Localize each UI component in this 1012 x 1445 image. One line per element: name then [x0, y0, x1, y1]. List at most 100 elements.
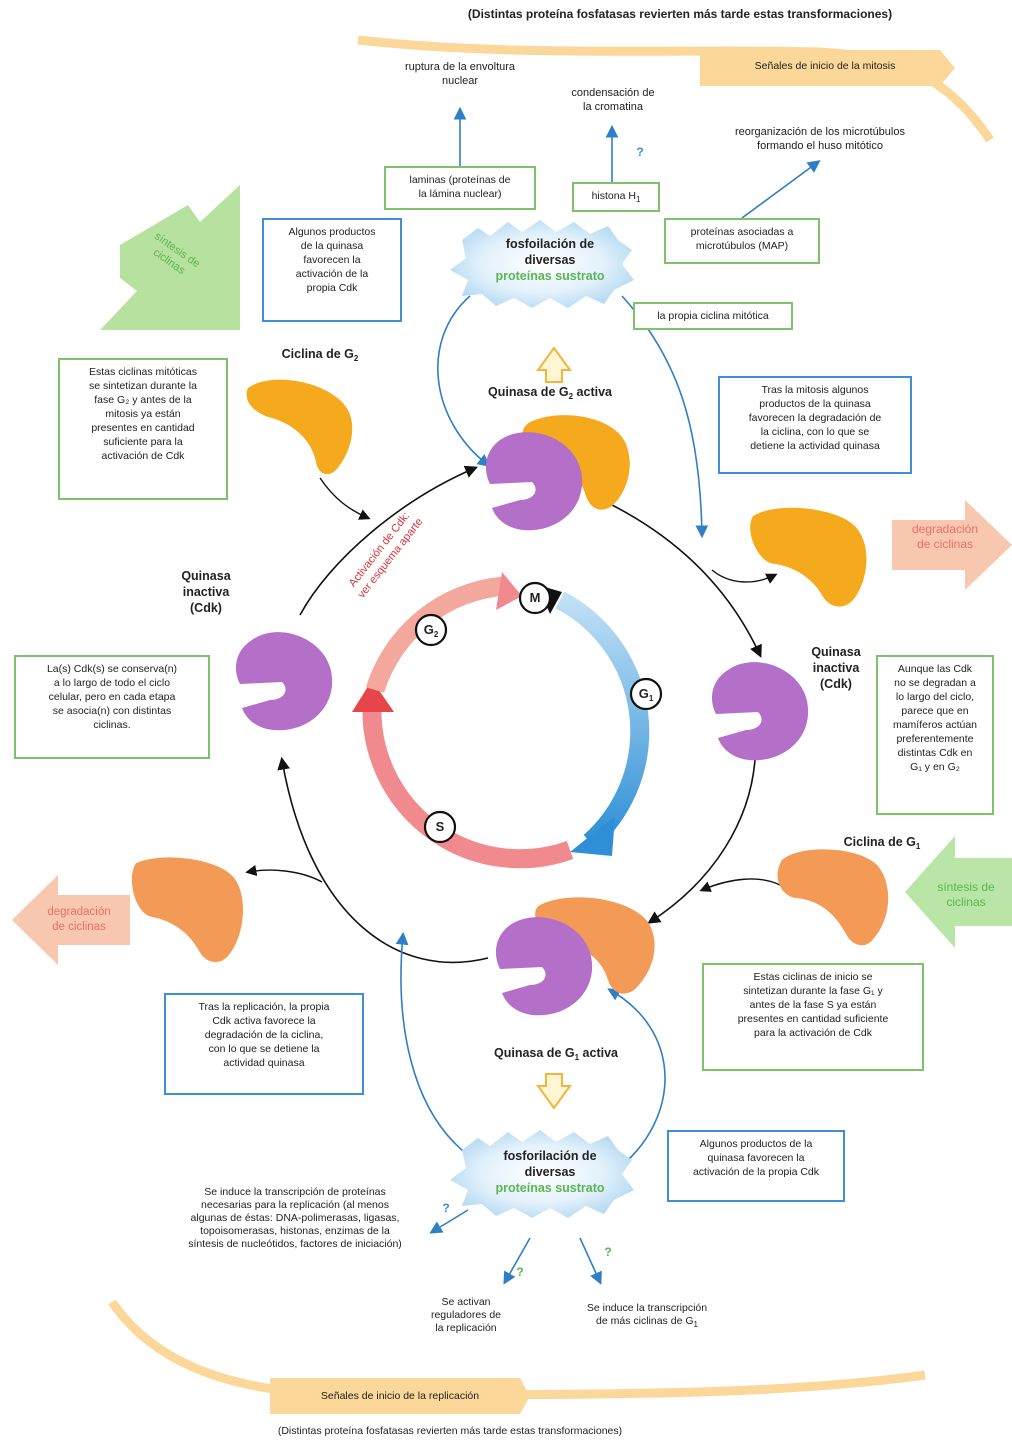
synthesis-right-label: síntesis de ciclinas	[937, 880, 995, 909]
cyclin-g1-binding-arrow	[699, 878, 781, 892]
synthesis-top-left-arrow	[100, 185, 240, 330]
arrow-to-more-cyclins	[579, 1237, 602, 1285]
replication-signal-label: Señales de inicio de la replicación	[320, 1390, 480, 1402]
box-after-mitosis: Tras la mitosis algunos productos de la …	[718, 376, 912, 474]
arrow-map-up	[741, 160, 821, 219]
phosphorylation-top-line3: proteínas sustrato	[495, 269, 605, 283]
effect-more-cyclins-text: Se induce la transcripción de más ciclin…	[586, 1302, 708, 1327]
open-arrow-up	[536, 346, 572, 383]
phosphorylation-top-line2: diversas	[524, 253, 576, 267]
degradation-right-label: degradación de ciclinas	[911, 522, 979, 551]
effect-transcription: Se induce la transcripción de proteínas …	[188, 1186, 402, 1250]
degradation-right-arrow	[892, 500, 1012, 590]
phase-g2-text: G	[423, 622, 434, 637]
cdk-g1-active	[495, 917, 593, 1016]
cyclin-g2-free	[246, 379, 353, 475]
phosphorylation-bottom-line2: diversas	[524, 1165, 576, 1179]
question-mark-2: ?	[516, 1265, 524, 1279]
kinase-g2-label-suffix: activa	[573, 385, 612, 399]
arrow-to-regulators	[503, 1237, 531, 1285]
arrow-top-feedback-right	[621, 295, 709, 539]
phase-arc-s-head	[352, 680, 394, 712]
phase-arc-g1-head	[570, 816, 615, 856]
kinase-g1-active-label: Quinasa de G1 activa	[466, 1045, 646, 1063]
phase-label-g1: G1	[631, 686, 661, 704]
kinase-g2-label-text: Quinasa de G	[488, 385, 569, 399]
phase-g1-sub: 1	[648, 694, 654, 703]
substrate-histone-sub: 1	[635, 195, 641, 204]
cyclin-g2-label-text: Ciclina de G	[281, 347, 354, 361]
phase-label-m: M	[529, 590, 541, 605]
phase-label-s: S	[435, 819, 445, 834]
cyclin-g2-label-sub: 2	[353, 354, 359, 363]
kinase-g1-label-sub: 1	[574, 1053, 580, 1062]
effect-more-cyclins-sub: 1	[693, 1320, 698, 1329]
phase-label-g2: G2	[416, 622, 446, 640]
arrow-top-feedback-left	[437, 295, 491, 467]
effect-chromatin: condensación de la cromatina	[571, 87, 655, 113]
inactive-right-label: Quinasa inactiva (Cdk)	[811, 645, 861, 691]
effect-regulators: Se activan reguladores de la replicación	[430, 1296, 502, 1334]
cycle-arrow-right-down	[647, 759, 756, 924]
phase-arc-s	[362, 707, 574, 869]
phase-g1-text: G	[638, 686, 649, 701]
open-arrow-down	[536, 1073, 572, 1110]
effect-question-mark: ?	[636, 145, 644, 159]
effect-microtubules: reorganización de los microtúbulos forma…	[735, 126, 905, 152]
phase-circle-g2	[414, 613, 448, 647]
cyclin-degraded-left	[128, 854, 247, 965]
effect-more-cyclins: Se induce la transcripción de más ciclin…	[552, 1302, 742, 1329]
cyclin-degraded-right	[747, 504, 870, 610]
effect-nuclear-envelope: ruptura de la envoltura nuclear	[404, 61, 516, 87]
kinase-g1-label-text: Quinasa de G	[494, 1046, 575, 1060]
box-cdks-mammals: Aunque las Cdk no se degradan a lo largo…	[876, 655, 994, 815]
phase-circle-g1	[629, 677, 663, 711]
phase-circle-s	[423, 810, 457, 844]
cyclin-g1-label: Ciclina de G1	[822, 834, 942, 852]
bottom-note: (Distintas proteína fosfatasas revierten…	[277, 1425, 623, 1437]
cdk-g2-active	[485, 432, 583, 531]
arrow-bottom-feedback-left	[395, 931, 469, 1156]
cyclin-g2-binding-arrow	[319, 477, 371, 520]
phosphorylation-bottom-line1: fosforilación de	[503, 1149, 597, 1163]
phosphorylation-cloud-bottom	[450, 1130, 634, 1218]
phosphorylation-bottom-line3: proteínas sustrato	[495, 1181, 605, 1195]
cdk-inactive-right	[712, 662, 809, 761]
to-degradation-left-arrow	[245, 864, 323, 883]
cyclin-g2-label: Ciclina de G2	[265, 346, 375, 364]
phase-g2-sub: 2	[433, 630, 439, 639]
phase-arc-g2-head	[496, 572, 522, 610]
kinase-g2-label-sub: 2	[568, 392, 574, 401]
box-mitotic-cyclins: Estas ciclinas mitóticas se sintetizan d…	[58, 358, 228, 500]
substrate-histone: histona H1	[572, 182, 660, 212]
synthesis-right-arrow	[905, 836, 1012, 948]
question-mark-3: ?	[604, 1245, 612, 1259]
phosphorylation-cloud-top	[450, 220, 634, 308]
mitosis-signal-pill	[700, 50, 955, 86]
phase-arc-m-g1	[555, 591, 650, 850]
cycle-arrow-bottom-left	[277, 756, 489, 964]
mitosis-signal-label: Señales de inicio de la mitosis	[754, 60, 896, 72]
box-products-bottom-right: Algunos productos de la quinasa favorece…	[667, 1130, 845, 1202]
cycle-arrow-top-right	[611, 504, 762, 658]
cycle-arrow-left-up	[299, 465, 478, 616]
top-note: (Distintas proteína fosfatasas revierten…	[467, 7, 893, 21]
inactive-left-label: Quinasa inactiva (Cdk)	[181, 569, 231, 615]
substrate-lamins: laminas (proteínas de la lámina nuclear)	[384, 166, 536, 210]
question-mark-1: ?	[442, 1201, 450, 1215]
box-products-top-left: Algunos productos de la quinasa favorece…	[262, 218, 402, 322]
box-start-cyclins: Estas ciclinas de inicio se sintetizan d…	[702, 963, 924, 1071]
box-cdks-conserved: La(s) Cdk(s) se conserva(n) a lo largo d…	[14, 655, 210, 759]
cyclin-g1-label-text: Ciclina de G	[843, 835, 916, 849]
substrate-histone-text: histona H	[591, 190, 636, 202]
cyclin-g1-label-sub: 1	[915, 842, 921, 851]
arrow-bottom-feedback-right	[607, 988, 666, 1161]
cyclin-g1-free	[777, 849, 889, 946]
replication-signal-pill	[270, 1378, 530, 1414]
phase-circle-m	[518, 581, 552, 615]
to-degradation-right-arrow	[711, 569, 778, 584]
cyclin-g1-bound	[535, 897, 655, 994]
cdk-inactive-left	[236, 632, 333, 731]
